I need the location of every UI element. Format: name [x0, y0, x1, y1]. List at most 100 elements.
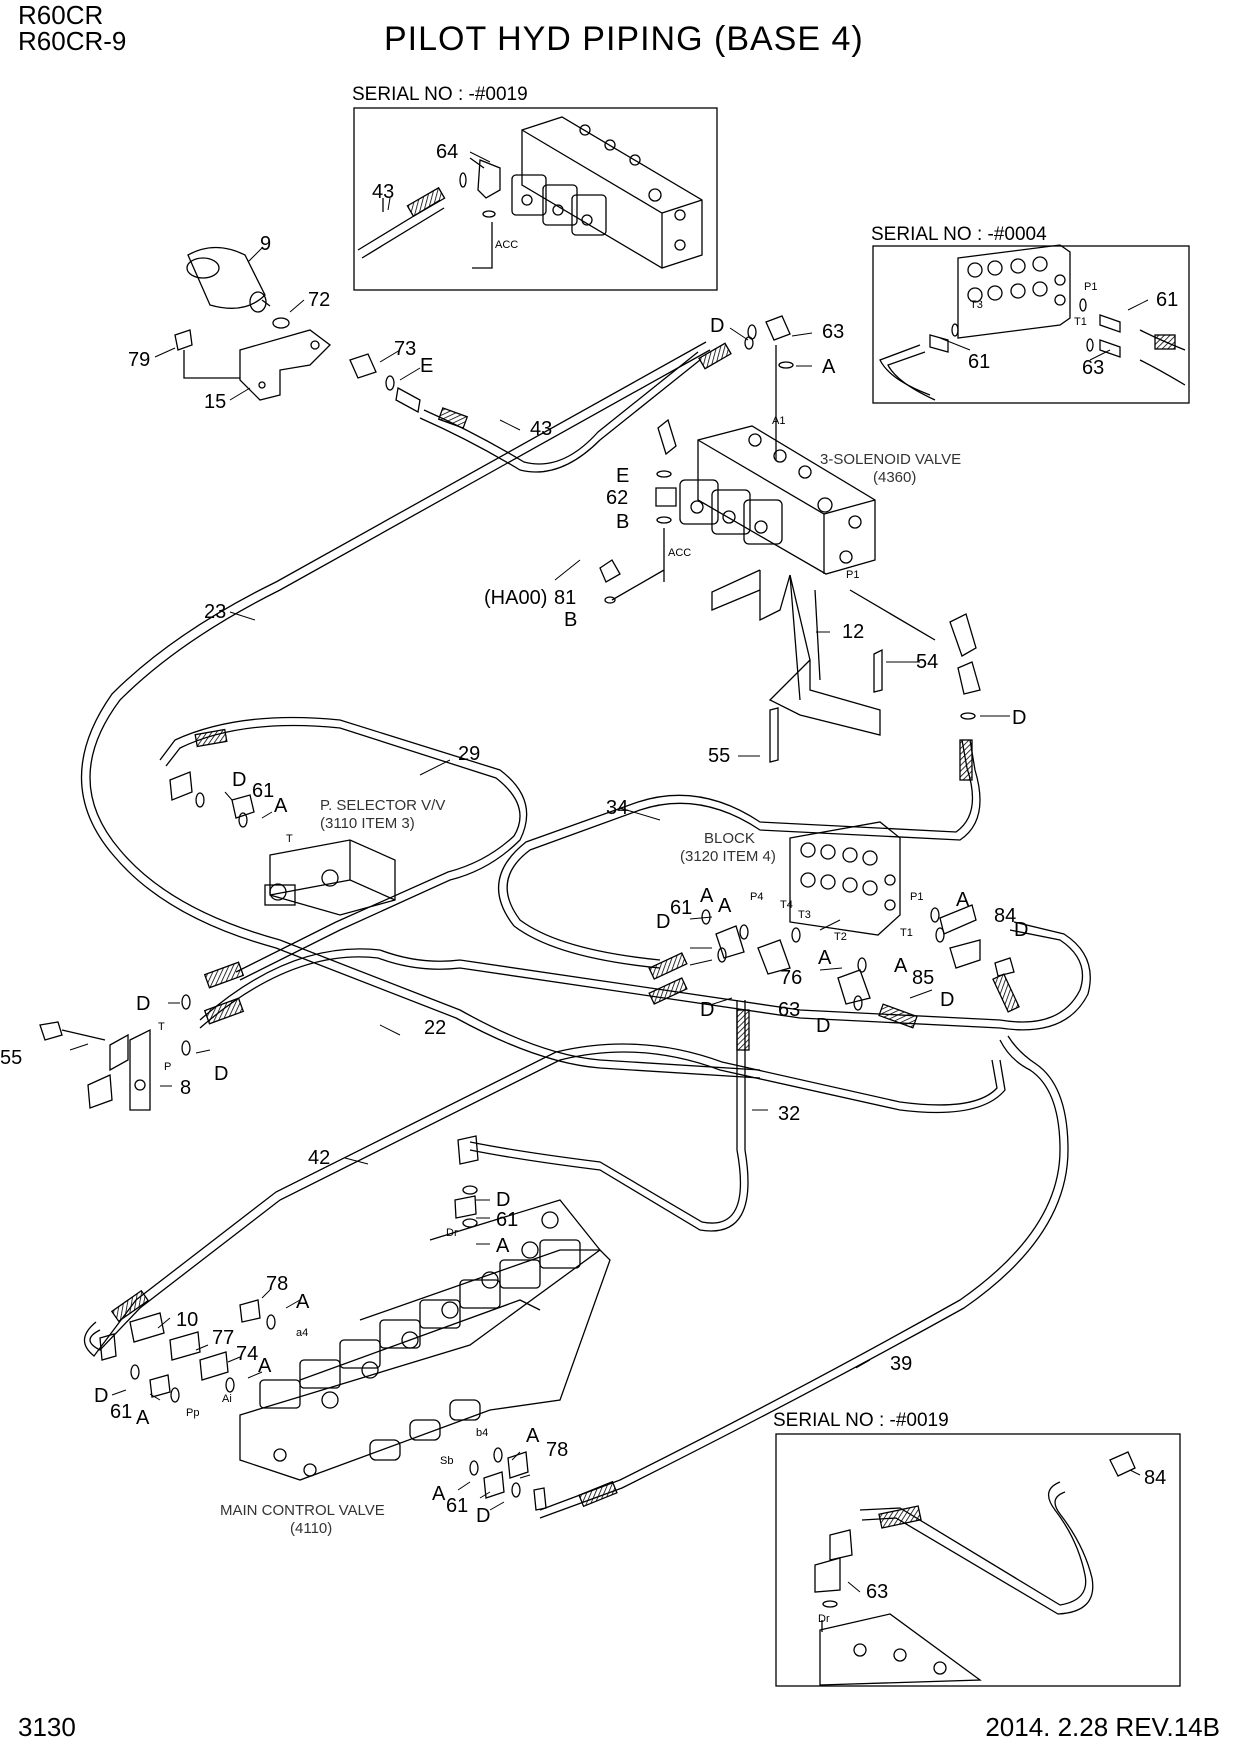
model-number-primary: R60CR: [18, 0, 104, 30]
fittings: [99, 771, 1015, 1511]
callout: D: [656, 911, 670, 933]
hose-43: [419, 359, 701, 473]
callout: 55: [0, 1047, 22, 1069]
callout: T1: [900, 927, 913, 939]
callout: T1: [1074, 316, 1087, 328]
callout: b4: [476, 1427, 488, 1439]
hose-32: [469, 1000, 749, 1232]
callout: A: [526, 1425, 540, 1447]
callout: A: [956, 889, 970, 911]
callout: A: [432, 1483, 446, 1505]
callout: 61: [670, 897, 692, 919]
callout: ACC: [668, 547, 691, 559]
callout: ACC: [495, 239, 518, 251]
component-notes: 3-SOLENOID VALVE (4360) BLOCK (3120 ITEM…: [220, 451, 961, 1537]
o-rings: [130, 336, 945, 1498]
callout: A: [818, 947, 832, 969]
callout: 55: [708, 745, 730, 767]
block-ref: (3120 ITEM 4): [680, 848, 776, 865]
callout: 61: [110, 1401, 132, 1423]
bracket-8: [39, 1021, 151, 1111]
hose-22: [199, 929, 1084, 1023]
callout: A: [700, 885, 714, 907]
callout: A1: [772, 415, 785, 427]
callout: 9: [260, 233, 271, 255]
callout: D: [214, 1063, 228, 1085]
model-number-secondary: R60CR-9: [18, 26, 127, 56]
callout: A: [136, 1407, 150, 1429]
callout: 61: [968, 351, 990, 373]
callout: A: [718, 895, 732, 917]
callout: D: [700, 999, 714, 1021]
callout: D: [136, 993, 150, 1015]
callout: 63: [822, 321, 844, 343]
callout: P: [164, 1061, 171, 1073]
callout: T2: [834, 931, 847, 943]
inset-box-top: [353, 107, 718, 291]
page-title: PILOT HYD PIPING (BASE 4): [384, 20, 864, 58]
main-control-valve: [239, 1199, 611, 1481]
callout: D: [816, 1015, 830, 1037]
solenoid-valve-name: 3-SOLENOID VALVE: [820, 451, 961, 468]
main-control-valve-ref: (4110): [290, 1520, 332, 1537]
callout: 63: [1082, 357, 1104, 379]
callout: 54: [916, 651, 938, 673]
callout: 23: [204, 601, 226, 623]
callout: D: [940, 989, 954, 1011]
callout: 32: [778, 1103, 800, 1125]
callout: 22: [424, 1017, 446, 1039]
inset-top-solenoid: [357, 116, 703, 269]
hose-39: [539, 1039, 1061, 1511]
callout: 62: [606, 487, 628, 509]
callout: 63: [866, 1581, 888, 1603]
callout: Pp: [186, 1407, 199, 1419]
callout: 78: [546, 1439, 568, 1461]
page-number: 3130: [18, 1712, 76, 1742]
callout: T4: [780, 899, 793, 911]
inset-top-serial: SERIAL NO : -#0019: [352, 84, 528, 105]
callout: a4: [296, 1327, 308, 1339]
callout: P1: [846, 569, 859, 581]
callout: T3: [798, 909, 811, 921]
callout: 84: [1144, 1467, 1166, 1489]
solenoid-valve-ref: (4360): [873, 469, 916, 486]
callout: A: [822, 356, 836, 378]
revision-info: 2014. 2.28 REV.14B: [985, 1712, 1220, 1742]
callout: D: [496, 1189, 510, 1211]
callout: 8: [180, 1077, 191, 1099]
callout: 73: [394, 338, 416, 360]
callout: B: [616, 511, 629, 533]
callout: A: [296, 1291, 310, 1313]
callout: 34: [606, 797, 628, 819]
callout: 12: [842, 621, 864, 643]
inset-bottom-serial: SERIAL NO : -#0019: [773, 1410, 949, 1431]
callout: A: [258, 1355, 272, 1377]
block-name: BLOCK: [704, 830, 755, 847]
callout: D: [710, 315, 724, 337]
solenoid-valve-3: [679, 425, 876, 575]
accumulator-9: [186, 246, 290, 329]
callout: 39: [890, 1353, 912, 1375]
callout: 85: [912, 967, 934, 989]
callout: D: [476, 1505, 490, 1527]
bracket-12: [759, 570, 881, 736]
distribution-block: [789, 821, 901, 936]
callout: 43: [530, 418, 552, 440]
callout: D: [232, 769, 246, 791]
callout: 42: [308, 1147, 330, 1169]
hose-29: [159, 716, 528, 981]
hose-34: [506, 739, 981, 961]
hose-23: [89, 349, 761, 1071]
callout: (HA00): [484, 587, 547, 609]
callout: 15: [204, 391, 226, 413]
inset-right-serial: SERIAL NO : -#0004: [871, 224, 1047, 245]
callout: B: [564, 609, 577, 631]
callout: 84: [994, 905, 1016, 927]
callout: T: [286, 833, 293, 845]
callout: 63: [778, 999, 800, 1021]
callout: 78: [266, 1273, 288, 1295]
callout: E: [420, 355, 433, 377]
p-selector-valve: [264, 839, 396, 916]
callout: 10: [176, 1309, 198, 1331]
